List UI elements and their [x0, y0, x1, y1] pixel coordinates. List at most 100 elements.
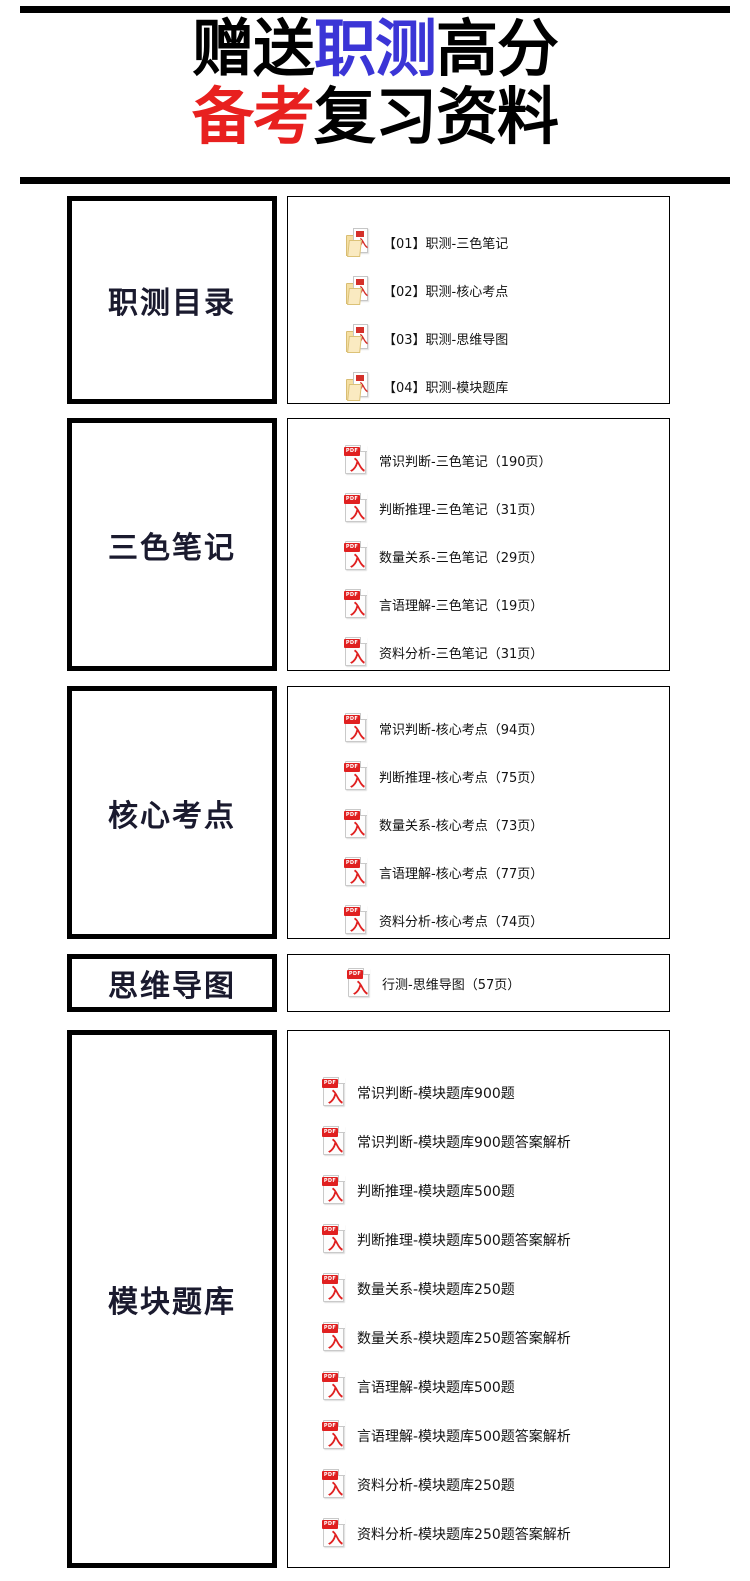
list-item-label: 常识判断-模块题库900题: [357, 1085, 515, 1102]
header-rule-top: [20, 6, 730, 13]
pdf-corner-fold: [360, 761, 367, 768]
pdf-band-label: PDF: [322, 1275, 338, 1284]
pdf-corner-fold: [338, 1273, 345, 1280]
list-item-label: 言语理解-核心考点（77页）: [379, 867, 544, 882]
list-item-label: 【03】职测-思维导图: [383, 332, 509, 348]
list-item[interactable]: 入【01】职测-三色笔记: [288, 218, 669, 266]
section-zhice-catalog: 职测目录入【01】职测-三色笔记入【02】职测-核心考点入【03】职测-思维导图…: [0, 196, 750, 404]
section-label-box-three-color-notes: 三色笔记: [67, 418, 277, 671]
folder-pdf-icon: 入: [346, 371, 372, 401]
acrobat-glyph: 入: [328, 1431, 344, 1449]
section-label-module-bank: 模块题库: [108, 1285, 236, 1320]
list-item[interactable]: 入【03】职测-思维导图: [288, 314, 669, 362]
folder-pdf-band: [356, 231, 364, 237]
list-item-label: 判断推理-模块题库500题答案解析: [357, 1232, 571, 1249]
acrobat-glyph: 入: [328, 1137, 344, 1155]
pdf-corner-fold: [338, 1420, 345, 1427]
list-item-label: 【02】职测-核心考点: [383, 284, 509, 300]
pdf-corner-fold: [360, 857, 367, 864]
pdf-corner-fold: [338, 1322, 345, 1329]
poster-header: 赠送职测高分 备考复习资料: [0, 0, 750, 186]
list-item-label: 常识判断-模块题库900题答案解析: [357, 1134, 571, 1151]
acrobat-glyph: 入: [328, 1284, 344, 1302]
pdf-band-label: PDF: [322, 1422, 338, 1431]
pdf-band-label: PDF: [344, 639, 360, 648]
acrobat-glyph: 入: [350, 552, 366, 570]
pdf-band-label: PDF: [344, 811, 360, 820]
folder-pdf-icon: 入: [346, 323, 372, 353]
headline-line-2-part-1: 备考: [191, 80, 315, 153]
list-item-label: 常识判断-三色笔记（190页）: [379, 455, 552, 470]
pdf-band-label: PDF: [322, 1324, 338, 1333]
folder-pdf-band: [356, 327, 364, 333]
acrobat-glyph: 入: [350, 724, 366, 742]
headline-line-2: 备考复习资料: [0, 84, 750, 150]
pdf-corner-fold: [360, 445, 367, 452]
list-item-label: 【04】职测-模块题库: [383, 380, 509, 396]
pdf-band-label: PDF: [344, 859, 360, 868]
acrobat-glyph: 入: [350, 868, 366, 886]
acrobat-glyph: 入: [328, 1529, 344, 1547]
pdf-corner-fold: [338, 1077, 345, 1084]
pdf-band-label: PDF: [322, 1128, 338, 1137]
acrobat-glyph: 入: [353, 978, 369, 997]
list-item-label: 数量关系-模块题库250题答案解析: [357, 1330, 571, 1347]
list-item[interactable]: 入 【02】职测-核心考点: [288, 266, 669, 314]
headline-line-2-part-2: 复习资料: [314, 80, 559, 153]
acrobat-glyph: 入: [328, 1088, 344, 1106]
section-list-zhice-catalog: 入【01】职测-三色笔记入【02】职测-核心考点入【03】职测-思维导图入【04…: [287, 196, 670, 404]
headline-line-1-part-3: 高分: [436, 12, 559, 85]
pdf-corner-fold: [338, 1469, 345, 1476]
section-label-box-zhice-catalog: 职测目录: [67, 196, 277, 404]
folder-acrobat-glyph: 入: [357, 285, 368, 298]
pdf-corner-fold: [363, 967, 370, 975]
pdf-band-label: PDF: [344, 715, 360, 724]
pdf-band-label: PDF: [322, 1177, 338, 1186]
folder-acrobat-glyph: 入: [357, 237, 368, 250]
acrobat-glyph: 入: [350, 820, 366, 838]
list-item[interactable]: 入【04】职测-模块题库: [288, 362, 669, 410]
header-rule-bottom: [20, 177, 730, 184]
list-item-label: 资料分析-核心考点（74页）: [379, 915, 544, 930]
acrobat-glyph: 入: [350, 916, 366, 934]
acrobat-glyph: 入: [328, 1235, 344, 1253]
folder-pdf-band: [356, 279, 364, 285]
list-item-label: 言语理解-模块题库500题: [357, 1379, 515, 1396]
section-label-box-mind-map: 思维导图: [67, 954, 277, 1012]
